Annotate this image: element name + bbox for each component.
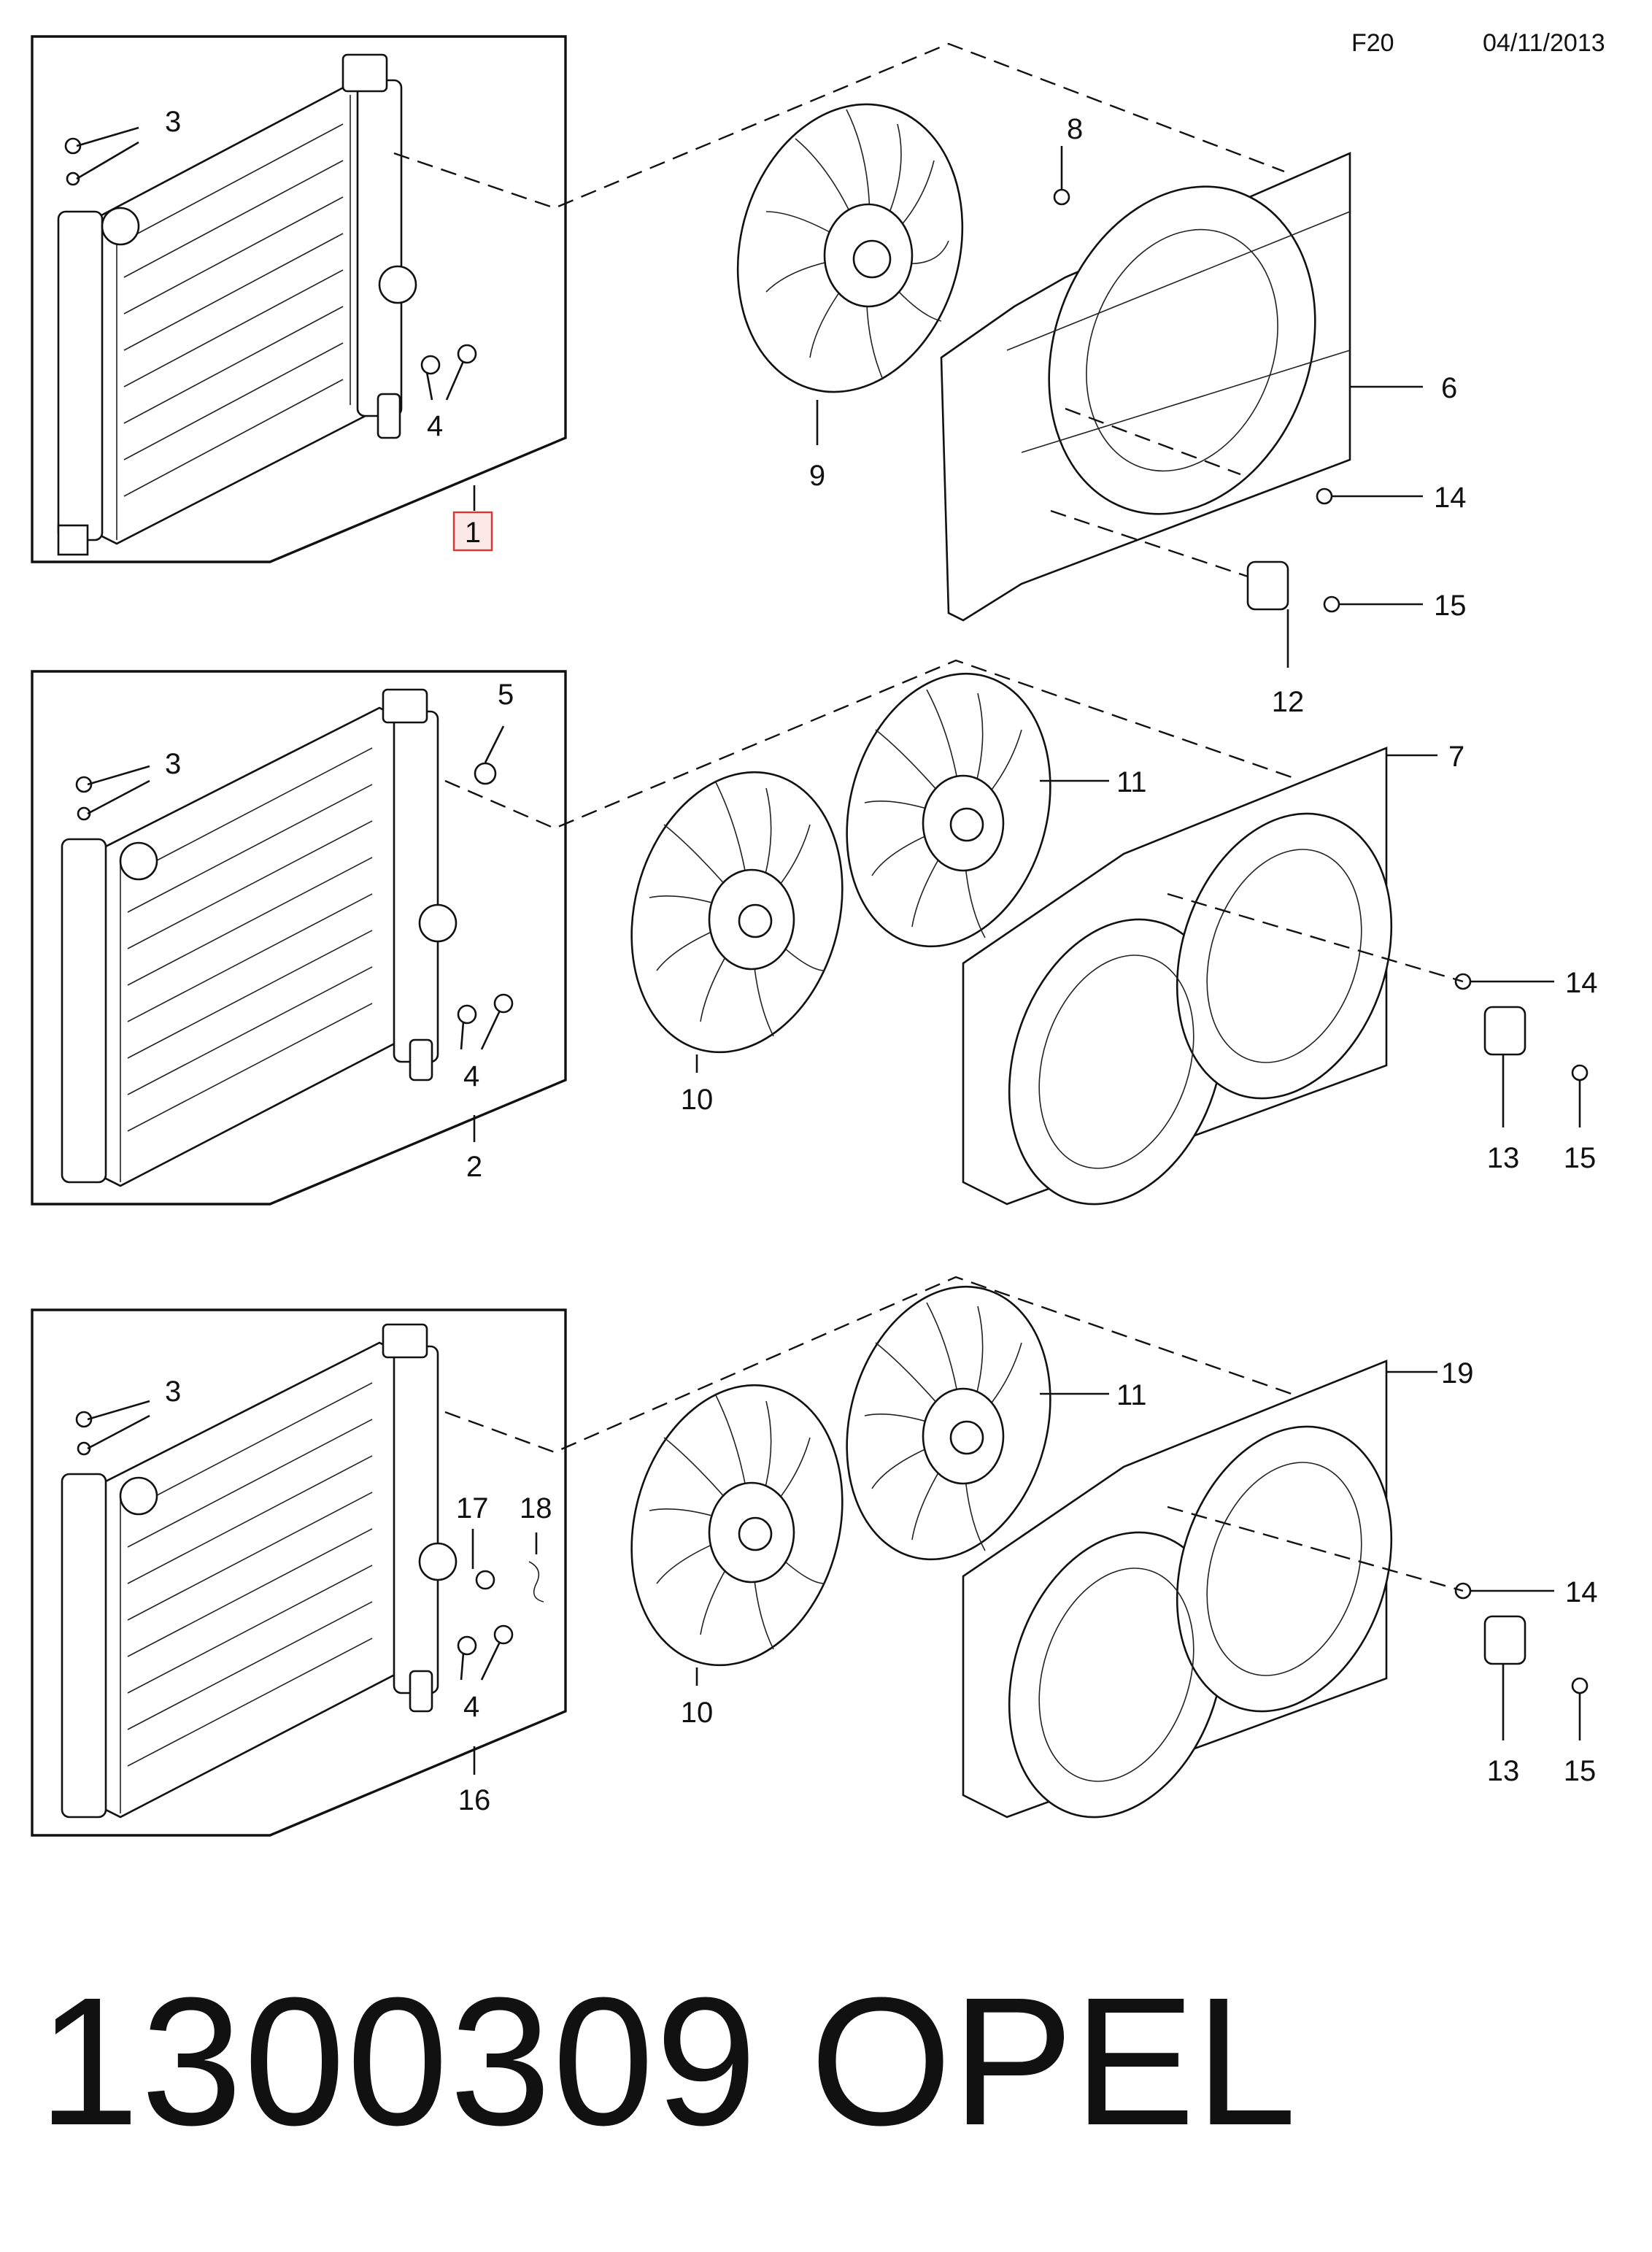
callout-4[interactable]: 4 [463, 1691, 479, 1723]
callout-13[interactable]: 13 [1487, 1755, 1520, 1787]
callout-4[interactable]: 4 [463, 1060, 479, 1092]
shroud-dual-3 [962, 1360, 1526, 1819]
callout-9[interactable]: 9 [809, 460, 825, 492]
brand-name: OPEL [810, 1959, 1297, 2163]
fan-single [736, 103, 964, 393]
fan-right [846, 672, 1051, 948]
callout-11[interactable]: 11 [1116, 766, 1147, 798]
callout-19[interactable]: 19 [1441, 1357, 1474, 1389]
callout-17[interactable]: 17 [456, 1492, 489, 1524]
callout-2[interactable]: 2 [466, 1151, 482, 1183]
callout-3[interactable]: 3 [165, 1376, 181, 1408]
diagram-date: 04/11/2013 [1483, 29, 1605, 57]
callout-18[interactable]: 18 [520, 1492, 552, 1524]
shroud-dual [962, 747, 1526, 1206]
callout-4[interactable]: 4 [427, 410, 443, 442]
shroud-single [940, 152, 1351, 622]
callout-10[interactable]: 10 [681, 1084, 714, 1116]
callout-11[interactable]: 11 [1116, 1379, 1147, 1411]
callout-3[interactable]: 3 [165, 748, 181, 780]
callout-15[interactable]: 15 [1564, 1755, 1597, 1787]
diagram-code: F20 [1351, 29, 1394, 57]
callout-14[interactable]: 14 [1565, 967, 1598, 999]
callout-16[interactable]: 16 [458, 1784, 491, 1816]
callout-15[interactable]: 15 [1564, 1142, 1597, 1174]
callout-7[interactable]: 7 [1448, 741, 1464, 773]
callout-12[interactable]: 12 [1272, 686, 1305, 718]
fan-left [630, 771, 844, 1054]
radiator-1 [57, 53, 477, 556]
radiator-2 [61, 688, 514, 1187]
radiator-frame-2 [31, 670, 567, 1206]
radiator-frame-1 [31, 35, 567, 563]
fan-right-3 [846, 1285, 1051, 1561]
callout-15[interactable]: 15 [1434, 590, 1467, 622]
radiator-frame-3 [31, 1308, 567, 1837]
callout-3[interactable]: 3 [165, 106, 181, 138]
callout-14[interactable]: 14 [1565, 1576, 1598, 1608]
part-number: 1300309 [38, 1959, 759, 2163]
highlight-box [452, 511, 493, 552]
fan-left-3 [630, 1384, 844, 1667]
callout-14[interactable]: 14 [1434, 482, 1467, 514]
callout-6[interactable]: 6 [1441, 372, 1457, 404]
panel-single-fan: 1 3 4 8 9 6 14 15 12 [31, 35, 1467, 718]
panel-dual-fan: 3 5 4 2 10 11 7 14 13 15 [31, 659, 1598, 1206]
callout-10[interactable]: 10 [681, 1697, 714, 1729]
callout-1[interactable]: 1 [465, 517, 481, 549]
callout-13[interactable]: 13 [1487, 1142, 1520, 1174]
callout-5[interactable]: 5 [498, 679, 514, 711]
radiator-3 [61, 1323, 544, 1819]
callout-8[interactable]: 8 [1067, 113, 1083, 145]
panel-dual-fan-variant: 3 17 18 4 16 10 11 19 14 13 15 [31, 1276, 1598, 1837]
